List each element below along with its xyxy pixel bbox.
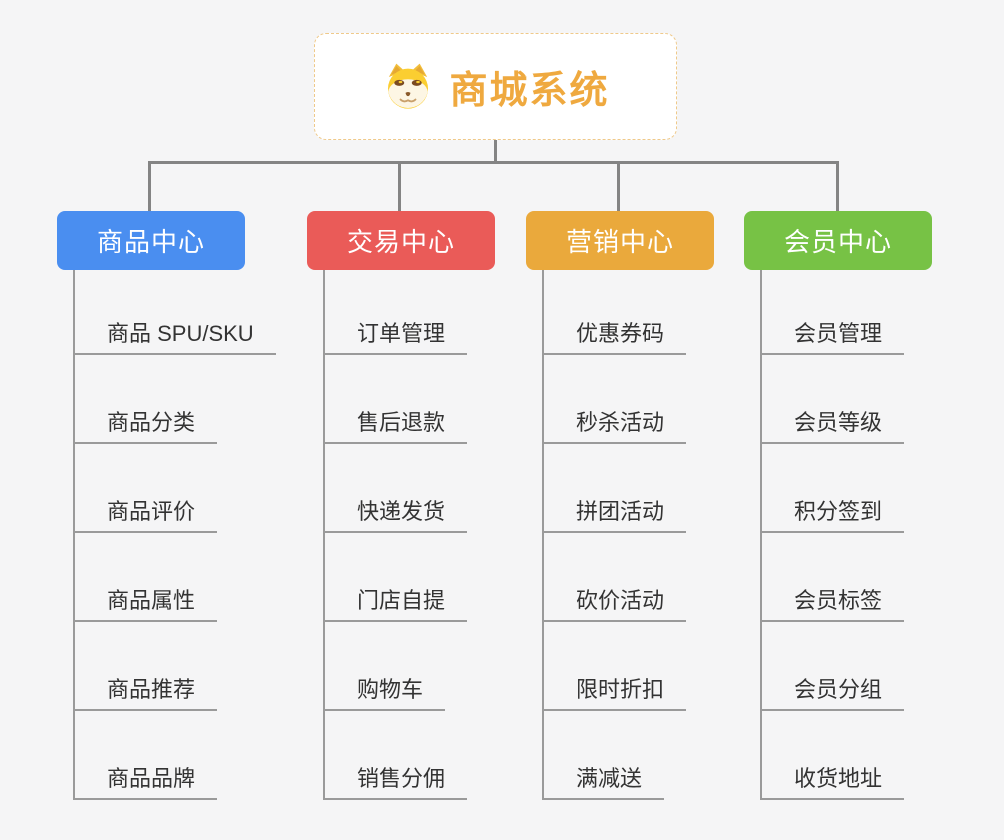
doge-icon bbox=[388, 63, 429, 109]
leaf-node[interactable]: 商品属性 bbox=[73, 533, 218, 622]
leaf-node[interactable]: 商品 SPU/SKU bbox=[73, 266, 276, 355]
connector-root-stub bbox=[494, 140, 497, 164]
leaf-node[interactable]: 秒杀活动 bbox=[542, 355, 687, 444]
leaf-node[interactable]: 门店自提 bbox=[323, 533, 468, 622]
leaf-node[interactable]: 会员分组 bbox=[760, 622, 905, 711]
leaf-node[interactable]: 商品评价 bbox=[73, 444, 218, 533]
leaf-node[interactable]: 销售分佣 bbox=[323, 711, 468, 800]
connector-drop-member bbox=[836, 161, 839, 213]
branch-items-product: 商品 SPU/SKU 商品分类 商品评价 商品属性 商品推荐 商品品牌 bbox=[73, 266, 276, 800]
branch-trunk-line bbox=[73, 270, 75, 800]
branch-trade-center: 交易中心 订单管理 售后退款 快递发货 门店自提 购物车 销售分佣 bbox=[307, 211, 495, 800]
connector-drop-product bbox=[148, 161, 151, 213]
leaf-node[interactable]: 会员标签 bbox=[760, 533, 905, 622]
leaf-node[interactable]: 售后退款 bbox=[323, 355, 468, 444]
branch-trunk-line bbox=[760, 270, 762, 800]
branch-node-marketing-center[interactable]: 营销中心 bbox=[526, 211, 714, 270]
leaf-node[interactable]: 砍价活动 bbox=[542, 533, 687, 622]
leaf-node[interactable]: 限时折扣 bbox=[542, 622, 687, 711]
leaf-node[interactable]: 拼团活动 bbox=[542, 444, 687, 533]
branch-member-center: 会员中心 会员管理 会员等级 积分签到 会员标签 会员分组 收货地址 bbox=[744, 211, 932, 800]
leaf-node[interactable]: 收货地址 bbox=[760, 711, 905, 800]
connector-rail bbox=[148, 161, 839, 164]
branch-marketing-center: 营销中心 优惠券码 秒杀活动 拼团活动 砍价活动 限时折扣 满减送 bbox=[526, 211, 714, 800]
leaf-node[interactable]: 订单管理 bbox=[323, 266, 468, 355]
leaf-node[interactable]: 商品品牌 bbox=[73, 711, 218, 800]
branch-node-product-center[interactable]: 商品中心 bbox=[57, 211, 245, 270]
branch-items-marketing: 优惠券码 秒杀活动 拼团活动 砍价活动 限时折扣 满减送 bbox=[542, 266, 687, 800]
leaf-node[interactable]: 商品分类 bbox=[73, 355, 218, 444]
leaf-node[interactable]: 满减送 bbox=[542, 711, 665, 800]
leaf-node[interactable]: 商品推荐 bbox=[73, 622, 218, 711]
root-node[interactable]: 商城系统 bbox=[314, 33, 677, 140]
root-title: 商城系统 bbox=[449, 70, 610, 112]
branch-node-member-center[interactable]: 会员中心 bbox=[744, 211, 932, 270]
branch-node-trade-center[interactable]: 交易中心 bbox=[307, 211, 495, 270]
leaf-node[interactable]: 优惠券码 bbox=[542, 266, 687, 355]
connector-drop-trade bbox=[398, 161, 401, 213]
leaf-node[interactable]: 会员等级 bbox=[760, 355, 905, 444]
leaf-node[interactable]: 会员管理 bbox=[760, 266, 905, 355]
branch-trunk-line bbox=[542, 270, 544, 800]
branch-product-center: 商品中心 商品 SPU/SKU 商品分类 商品评价 商品属性 商品推荐 商品品牌 bbox=[57, 211, 276, 800]
connector-drop-marketing bbox=[617, 161, 620, 213]
branch-trunk-line bbox=[323, 270, 325, 800]
leaf-node[interactable]: 快递发货 bbox=[323, 444, 468, 533]
branch-items-member: 会员管理 会员等级 积分签到 会员标签 会员分组 收货地址 bbox=[760, 266, 905, 800]
leaf-node[interactable]: 购物车 bbox=[323, 622, 446, 711]
leaf-node[interactable]: 积分签到 bbox=[760, 444, 905, 533]
branch-items-trade: 订单管理 售后退款 快递发货 门店自提 购物车 销售分佣 bbox=[323, 266, 468, 800]
